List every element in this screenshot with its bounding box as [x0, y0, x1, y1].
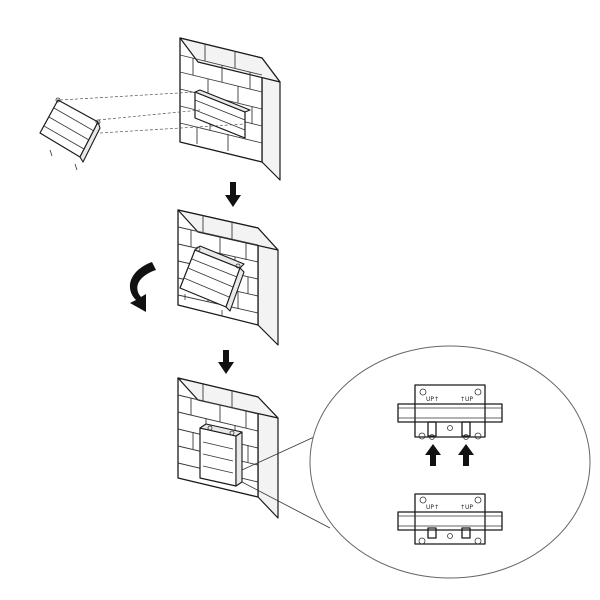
up-arrow-left [425, 444, 441, 466]
up-arrow-right [458, 444, 474, 466]
device-2 [179, 245, 245, 316]
detail-callout: UP↑ ↑UP UP↑ ↑UP [309, 345, 591, 579]
step-2-group [177, 209, 279, 346]
rotate-arrow [129, 262, 156, 312]
device-1 [39, 97, 101, 171]
detail-bottom-label-right: ↑UP [460, 504, 473, 511]
detail-top-label-left: UP↑ [426, 396, 439, 403]
detail-bottom-label-left: UP↑ [426, 504, 439, 511]
detail-top-label-right: ↑UP [460, 396, 473, 403]
detail-bottom-assembly: UP↑ ↑UP [397, 493, 503, 545]
down-arrow-1 [225, 182, 241, 207]
down-arrow-2 [218, 350, 234, 374]
wall-1 [179, 37, 281, 181]
din-rail-1 [194, 89, 251, 139]
step-1-group [39, 37, 281, 181]
callout-lines [241, 431, 331, 529]
detail-top-assembly: UP↑ ↑UP [397, 384, 503, 440]
alignment-lines [59, 91, 246, 134]
step-3-group [177, 377, 279, 519]
device-3 [199, 423, 243, 487]
